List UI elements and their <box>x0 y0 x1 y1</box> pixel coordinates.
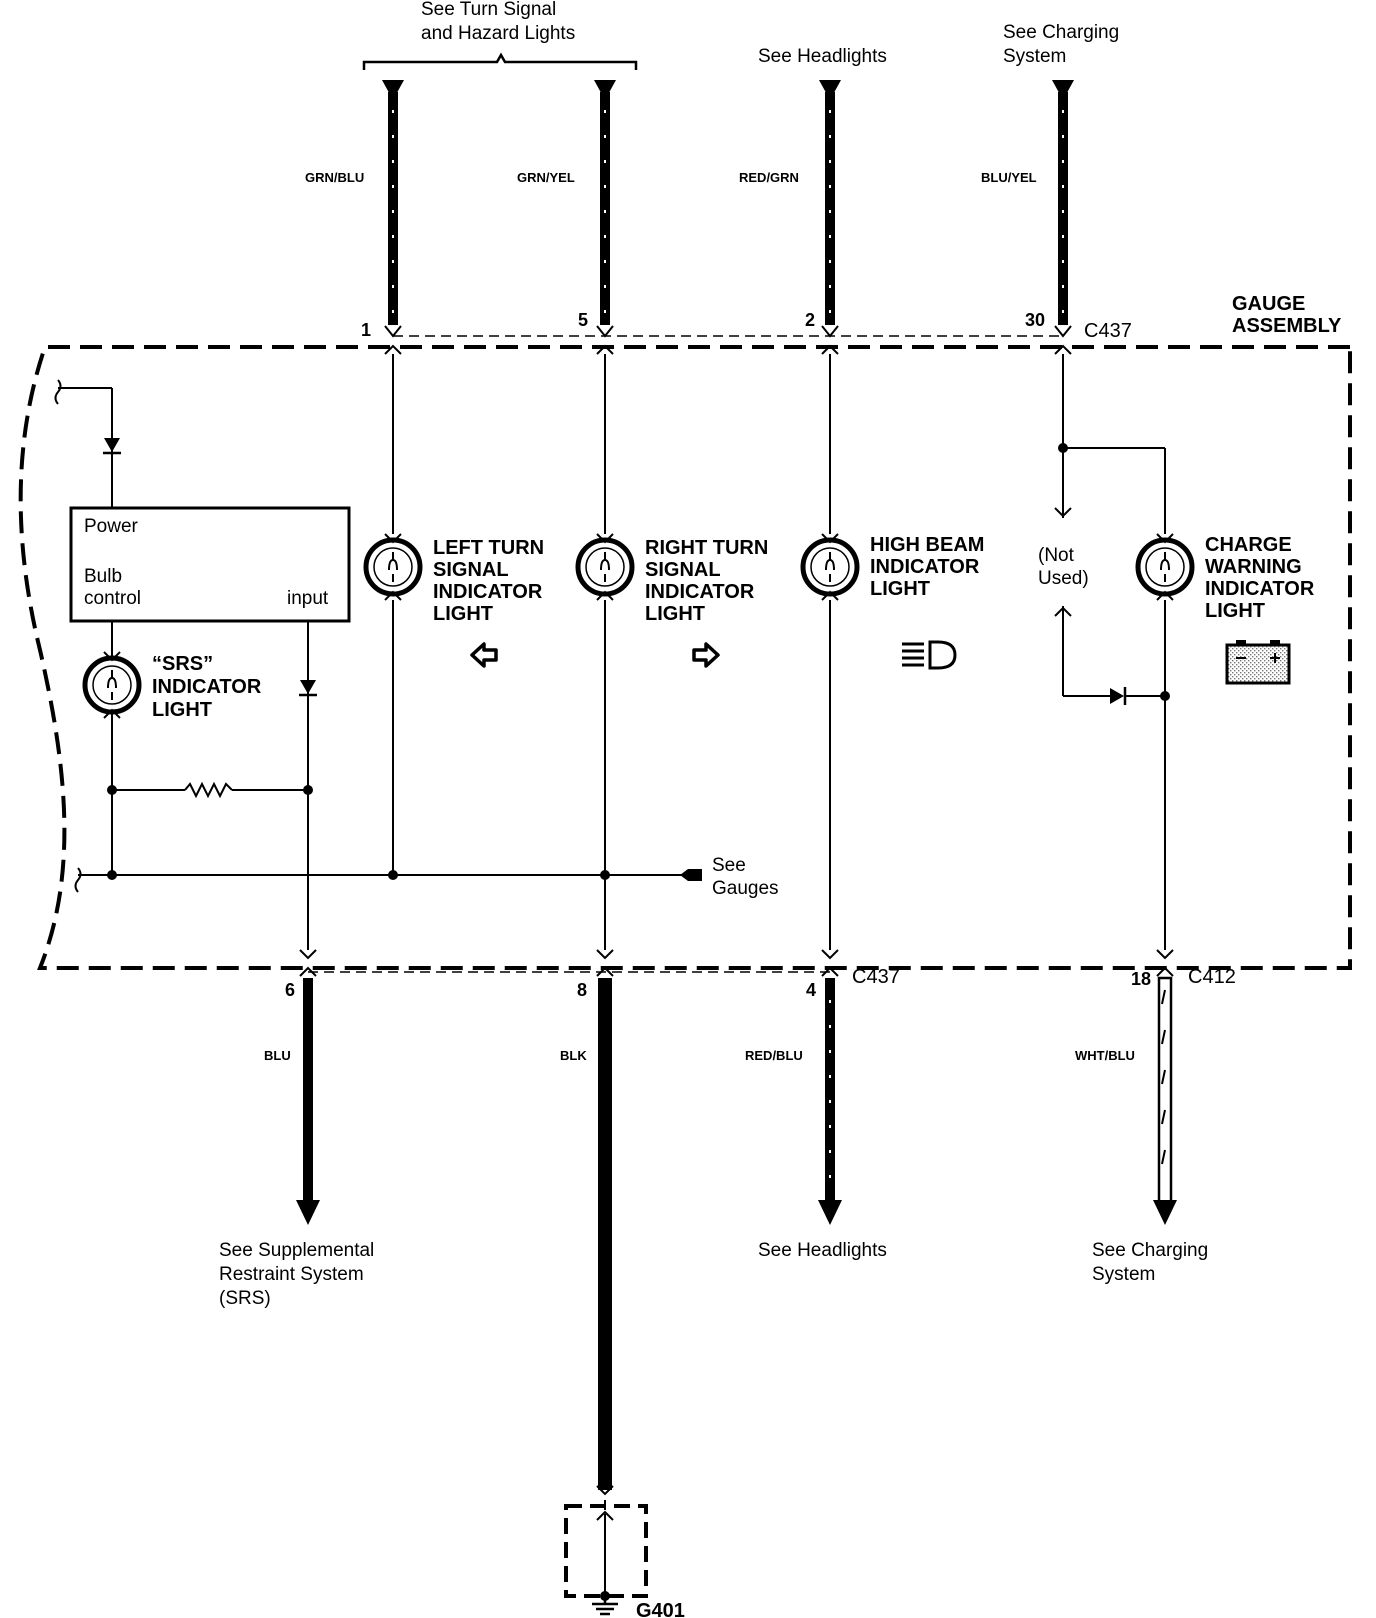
gauge-assembly-boundary <box>18 345 1352 970</box>
srs-light-label-1: “SRS” <box>152 653 213 675</box>
junction-charge-top <box>1058 443 1068 453</box>
right-turn-bulb-icon <box>575 533 635 601</box>
charge-label-2: WARNING <box>1205 556 1302 578</box>
turn-signal-ref-line1: See Turn Signal <box>421 0 556 20</box>
junction-charge-diode <box>1160 691 1170 701</box>
wire-red-blu <box>818 978 842 1225</box>
charging-ref-bottom-line1: See Charging <box>1092 1240 1208 1261</box>
left-turn-label-3: INDICATOR <box>433 581 543 603</box>
wire-blu <box>296 978 320 1225</box>
connector-c412: C412 <box>1188 966 1236 988</box>
srs-ref-line1: See Supplemental <box>219 1240 374 1261</box>
pin-8: 8 <box>577 980 587 1000</box>
charging-ref-top-line2: System <box>1003 46 1066 67</box>
left-arrow-icon <box>470 642 498 668</box>
gauge-assembly-line2: ASSEMBLY <box>1232 315 1342 337</box>
right-arrow-icon <box>692 642 720 668</box>
srs-light-label-2: INDICATOR <box>152 676 262 698</box>
headlights-ref-top: See Headlights <box>758 46 887 67</box>
wire-label-red-blu: RED/BLU <box>745 1048 803 1063</box>
headlights-ref-bottom: See Headlights <box>758 1240 887 1261</box>
wire-label-red-grn: RED/GRN <box>739 170 799 185</box>
left-turn-label-4: LIGHT <box>433 603 493 625</box>
pin-5: 5 <box>578 310 588 330</box>
wire-label-grn-blu: GRN/BLU <box>305 170 364 185</box>
left-turn-label-1: LEFT TURN <box>433 537 544 559</box>
charge-diode <box>1110 688 1124 704</box>
srs-ref-line2: Restraint System <box>219 1264 364 1285</box>
charge-label-1: CHARGE <box>1205 534 1292 556</box>
srs-bulb-icon <box>82 651 142 719</box>
turn-signal-ref-line2: and Hazard Lights <box>421 23 575 44</box>
srs-diode-top <box>104 438 120 452</box>
wire-wht-blu <box>1153 976 1177 1225</box>
charge-bulb-icon <box>1135 533 1195 601</box>
srs-light-label-3: LIGHT <box>152 699 212 721</box>
right-turn-label-3: INDICATOR <box>645 581 755 603</box>
srs-ref-line3: (SRS) <box>219 1288 271 1309</box>
see-gauges-line1: See <box>712 855 746 876</box>
gauge-assembly-line1: GAUGE <box>1232 293 1305 315</box>
wire-blu-yel <box>1052 80 1074 325</box>
wire-label-blk: BLK <box>560 1048 587 1063</box>
right-turn-label-2: SIGNAL <box>645 559 721 581</box>
battery-icon <box>1225 640 1291 685</box>
right-turn-label-1: RIGHT TURN <box>645 537 768 559</box>
pin-2: 2 <box>805 310 815 330</box>
high-beam-bulb-icon <box>800 533 860 601</box>
wire-label-grn-yel: GRN/YEL <box>517 170 575 185</box>
wire-grn-blu <box>382 80 404 325</box>
pin-1: 1 <box>361 320 371 340</box>
charging-ref-bottom-line2: System <box>1092 1264 1155 1285</box>
left-turn-bulb-icon <box>363 533 423 601</box>
connector-c437-top: C437 <box>1084 320 1132 342</box>
not-used-line2: Used) <box>1038 568 1089 589</box>
right-turn-label-4: LIGHT <box>645 603 705 625</box>
wire-label-wht-blu: WHT/BLU <box>1075 1048 1135 1063</box>
control-box-bulb: Bulb <box>84 566 122 587</box>
control-box-control: control <box>84 588 141 609</box>
ground-connector <box>564 1485 648 1601</box>
turn-signal-bracket <box>362 52 638 70</box>
see-gauges-arrow <box>680 869 702 881</box>
srs-input-diode <box>300 680 316 694</box>
ground-label: G401 <box>636 1600 685 1618</box>
wire-red-grn <box>819 80 841 325</box>
charge-label-4: LIGHT <box>1205 600 1265 622</box>
pin-18: 18 <box>1131 969 1151 989</box>
control-box-power: Power <box>84 516 139 537</box>
high-beam-label-3: LIGHT <box>870 578 930 600</box>
internal-lines <box>392 354 1166 950</box>
wire-label-blu-yel: BLU/YEL <box>981 170 1037 185</box>
left-turn-label-2: SIGNAL <box>433 559 509 581</box>
junction-dots-left <box>107 785 610 880</box>
wire-grn-yel <box>594 80 616 325</box>
see-gauges-line2: Gauges <box>712 878 779 899</box>
control-box-input: input <box>287 588 329 609</box>
charge-label-3: INDICATOR <box>1205 578 1315 600</box>
ground-icon <box>592 1600 618 1616</box>
not-used-line1: (Not <box>1038 545 1075 566</box>
pin-6: 6 <box>285 980 295 1000</box>
high-beam-label-1: HIGH BEAM <box>870 534 984 556</box>
high-beam-label-2: INDICATOR <box>870 556 980 578</box>
pin-30: 30 <box>1025 310 1045 330</box>
connector-chevrons-bottom <box>299 949 1174 977</box>
srs-control-box <box>69 506 351 623</box>
high-beam-icon <box>902 640 957 670</box>
charging-ref-top-line1: See Charging <box>1003 22 1119 43</box>
connector-c437-bottom: C437 <box>852 966 900 988</box>
wire-label-blu: BLU <box>264 1048 291 1063</box>
connector-chevrons-top <box>384 325 1072 355</box>
srs-circuit <box>54 379 695 950</box>
pin-4: 4 <box>806 980 816 1000</box>
